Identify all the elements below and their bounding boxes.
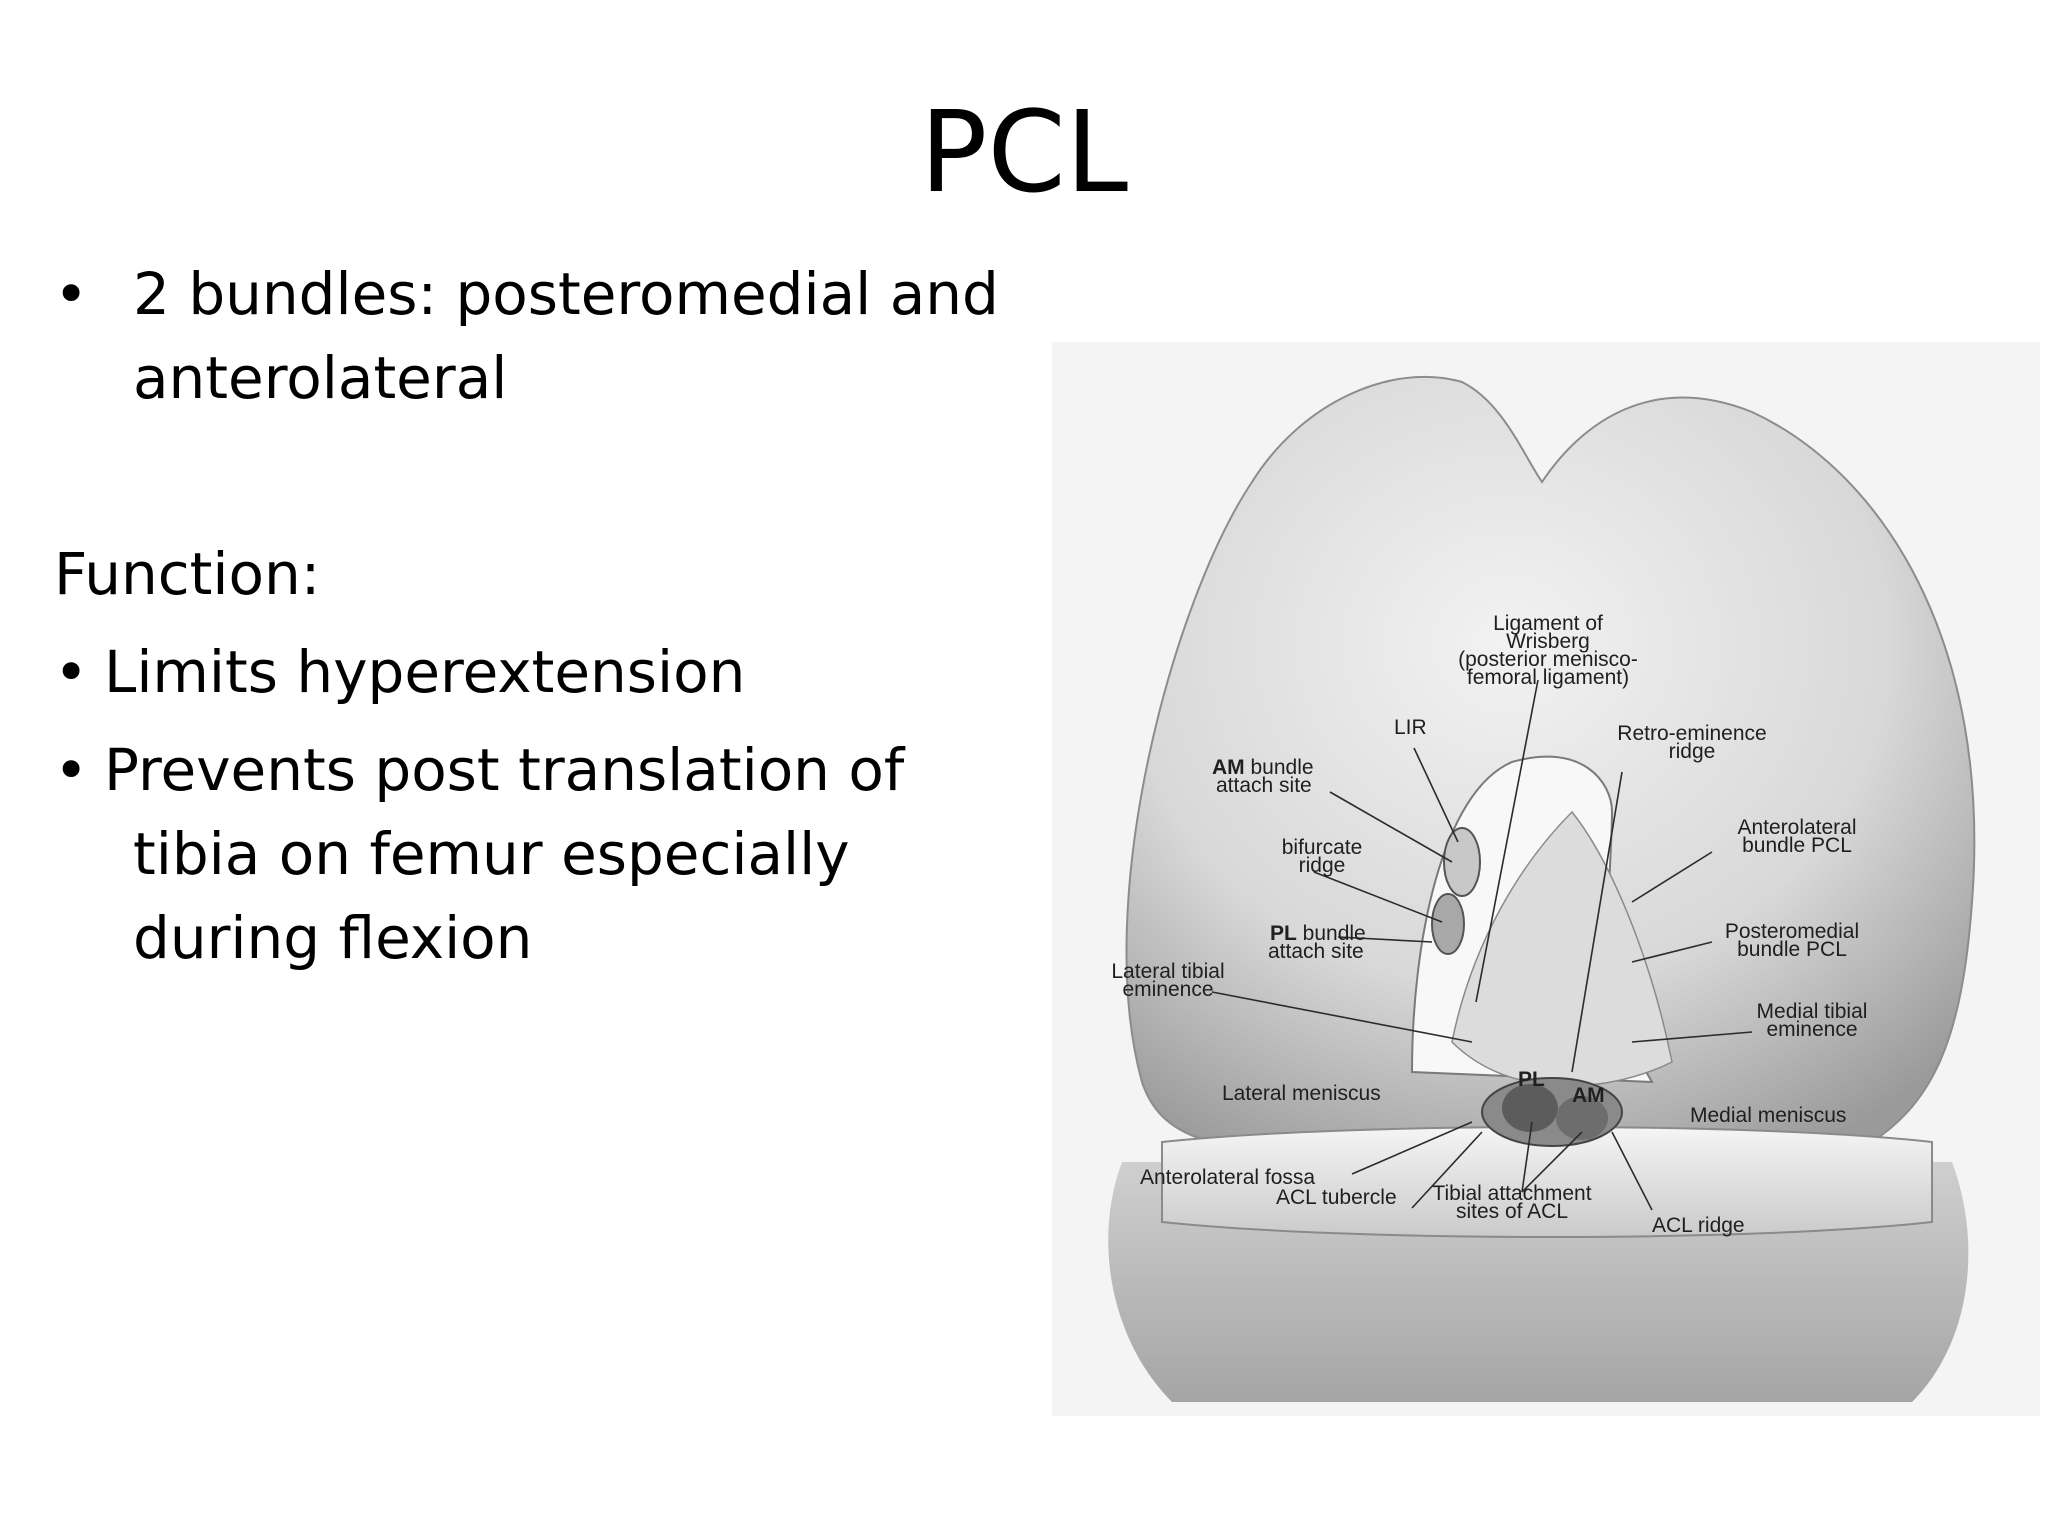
- label-am: AM: [1572, 1084, 1605, 1107]
- label-lir: LIR: [1394, 716, 1427, 739]
- label-medial-meniscus: Medial meniscus: [1690, 1104, 1846, 1127]
- bullet-mark: •: [54, 638, 89, 706]
- leader-lines: [1211, 679, 1753, 1211]
- bullet-mark: •: [54, 260, 89, 328]
- bullet-text-line: tibia on femur especially: [133, 820, 850, 888]
- label-anterolateral-fossa: Anterolateral fossa: [1140, 1166, 1315, 1189]
- bullet-text-line: Limits hyperextension: [104, 638, 746, 706]
- meniscus-band: [1161, 1126, 1933, 1238]
- pl-attach-oval: [1431, 893, 1465, 955]
- bullet-mark: •: [54, 736, 89, 804]
- label-acl-ridge: ACL ridge: [1652, 1214, 1745, 1237]
- function-heading: Function:: [54, 540, 321, 608]
- bullet-text-line: 2 bundles: posteromedial and: [133, 260, 999, 328]
- label-acl-tubercle: ACL tubercle: [1276, 1186, 1397, 1209]
- am-attach-oval: [1443, 827, 1481, 897]
- bullet-text-line: anterolateral: [133, 344, 508, 412]
- bullet-text-line: during flexion: [133, 904, 533, 972]
- slide-title: PCL: [919, 88, 1129, 218]
- label-lateral-meniscus: Lateral meniscus: [1222, 1082, 1381, 1105]
- pl-footprint: [1502, 1084, 1558, 1132]
- bullet-text-line: Prevents post translation of: [104, 736, 905, 804]
- label-pl: PL: [1518, 1068, 1545, 1091]
- am-footprint: [1556, 1096, 1608, 1140]
